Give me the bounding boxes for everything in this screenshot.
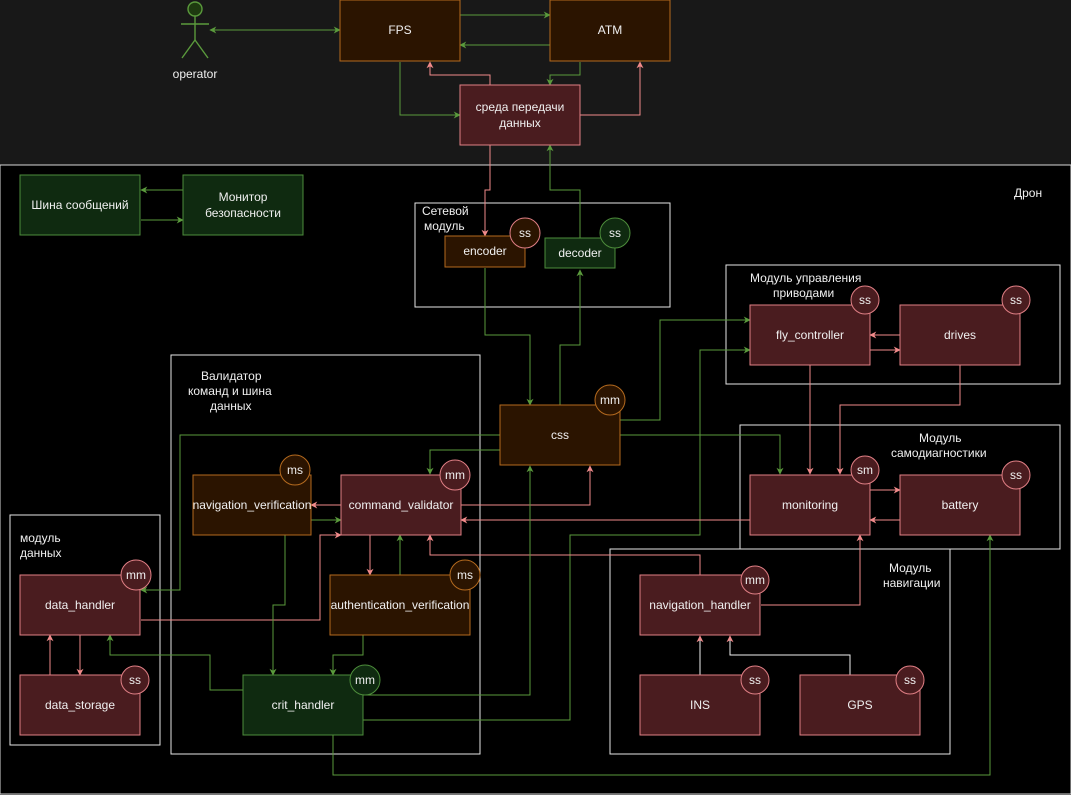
nav-module-label-2: навигации xyxy=(883,576,940,590)
authentication-verification-box[interactable]: authentication_verification ms xyxy=(329,559,481,636)
selfdiag-module-label-2: самодиагностики xyxy=(891,446,987,460)
ins-label: INS xyxy=(690,698,710,712)
connectors xyxy=(46,11,994,776)
navigation-verification-label: navigation_verification xyxy=(193,498,312,512)
navigation-handler-box[interactable]: navigation_handler mm xyxy=(639,565,770,636)
data-handler-badge: mm xyxy=(126,568,146,582)
decoder-box[interactable]: decoder ss xyxy=(544,217,631,269)
monitor-box[interactable]: Монитор безопасности xyxy=(182,174,304,236)
network-module-label-1: Сетевой xyxy=(422,204,469,218)
drone-region-label: Дрон xyxy=(1014,186,1042,200)
drive-module-label-2: приводами xyxy=(773,286,834,300)
data-storage-badge: ss xyxy=(129,673,141,687)
drive-module-label-1: Модуль управления xyxy=(750,271,861,285)
ins-box[interactable]: INS ss xyxy=(639,665,770,736)
encoder-label: encoder xyxy=(463,244,506,258)
decoder-badge: ss xyxy=(609,226,621,240)
drives-badge: ss xyxy=(1010,293,1022,307)
fly-controller-badge: ss xyxy=(859,293,871,307)
data-module-label-2: данных xyxy=(20,546,62,560)
transfer-label-2: данных xyxy=(499,116,541,130)
network-module-label-2: модуль xyxy=(424,219,465,233)
crit-handler-badge: mm xyxy=(355,673,375,687)
transfer-label-1: среда передачи xyxy=(476,100,565,114)
transfer-box[interactable]: среда передачи данных xyxy=(459,84,581,146)
monitoring-badge: sm xyxy=(857,463,873,477)
drives-label: drives xyxy=(944,328,976,342)
battery-label: battery xyxy=(942,498,979,512)
selfdiag-module-label-1: Модуль xyxy=(919,431,962,445)
gps-box[interactable]: GPS ss xyxy=(799,665,925,736)
validator-module-label-1: Валидатор xyxy=(201,369,262,383)
bus-label: Шина сообщений xyxy=(31,198,128,212)
monitor-label-2: безопасности xyxy=(205,206,281,220)
data-module-label-1: модуль xyxy=(20,531,61,545)
fly-controller-box[interactable]: fly_controller ss xyxy=(749,285,880,366)
fps-box[interactable]: FPS xyxy=(339,0,461,62)
navigation-verification-badge: ms xyxy=(287,463,303,477)
data-handler-box[interactable]: data_handler mm xyxy=(19,559,152,636)
command-validator-box[interactable]: command_validator mm xyxy=(340,459,471,536)
gps-badge: ss xyxy=(904,673,916,687)
monitor-label-1: Монитор xyxy=(219,190,268,204)
navigation-verification-box[interactable]: navigation_verification ms xyxy=(192,454,312,536)
data-handler-label: data_handler xyxy=(45,598,115,612)
encoder-box[interactable]: encoder ss xyxy=(444,217,541,268)
validator-module-label-2: команд и шина xyxy=(188,384,272,398)
battery-box[interactable]: battery ss xyxy=(899,460,1031,536)
nav-module-label-1: Модуль xyxy=(889,561,932,575)
monitoring-label: monitoring xyxy=(782,498,838,512)
data-storage-label: data_storage xyxy=(45,698,115,712)
data-storage-box[interactable]: data_storage ss xyxy=(19,665,150,736)
authentication-verification-badge: ms xyxy=(457,568,473,582)
gps-label: GPS xyxy=(847,698,872,712)
css-label: css xyxy=(551,428,569,442)
drives-box[interactable]: drives ss xyxy=(899,285,1031,366)
atm-box[interactable]: ATM xyxy=(549,0,671,62)
css-badge: mm xyxy=(600,393,620,407)
encoder-badge: ss xyxy=(519,226,531,240)
bus-box[interactable]: Шина сообщений xyxy=(19,174,141,236)
command-validator-badge: mm xyxy=(445,468,465,482)
monitoring-box[interactable]: monitoring sm xyxy=(749,455,880,536)
atm-label: ATM xyxy=(598,23,622,37)
css-box[interactable]: css mm xyxy=(499,384,626,466)
command-validator-label: command_validator xyxy=(349,498,454,512)
operator-label: operator xyxy=(173,67,218,81)
navigation-handler-badge: mm xyxy=(745,573,765,587)
fly-controller-label: fly_controller xyxy=(776,328,844,342)
authentication-verification-label: authentication_verification xyxy=(331,598,470,612)
crit-handler-box[interactable]: crit_handler mm xyxy=(242,664,381,736)
battery-badge: ss xyxy=(1010,468,1022,482)
decoder-label: decoder xyxy=(558,246,601,260)
operator-actor[interactable]: operator xyxy=(173,1,218,81)
crit-handler-label: crit_handler xyxy=(272,698,335,712)
fps-label: FPS xyxy=(388,23,411,37)
navigation-handler-label: navigation_handler xyxy=(649,598,750,612)
stick-figure-icon xyxy=(181,1,209,59)
ins-badge: ss xyxy=(749,673,761,687)
validator-module-label-3: данных xyxy=(210,399,252,413)
